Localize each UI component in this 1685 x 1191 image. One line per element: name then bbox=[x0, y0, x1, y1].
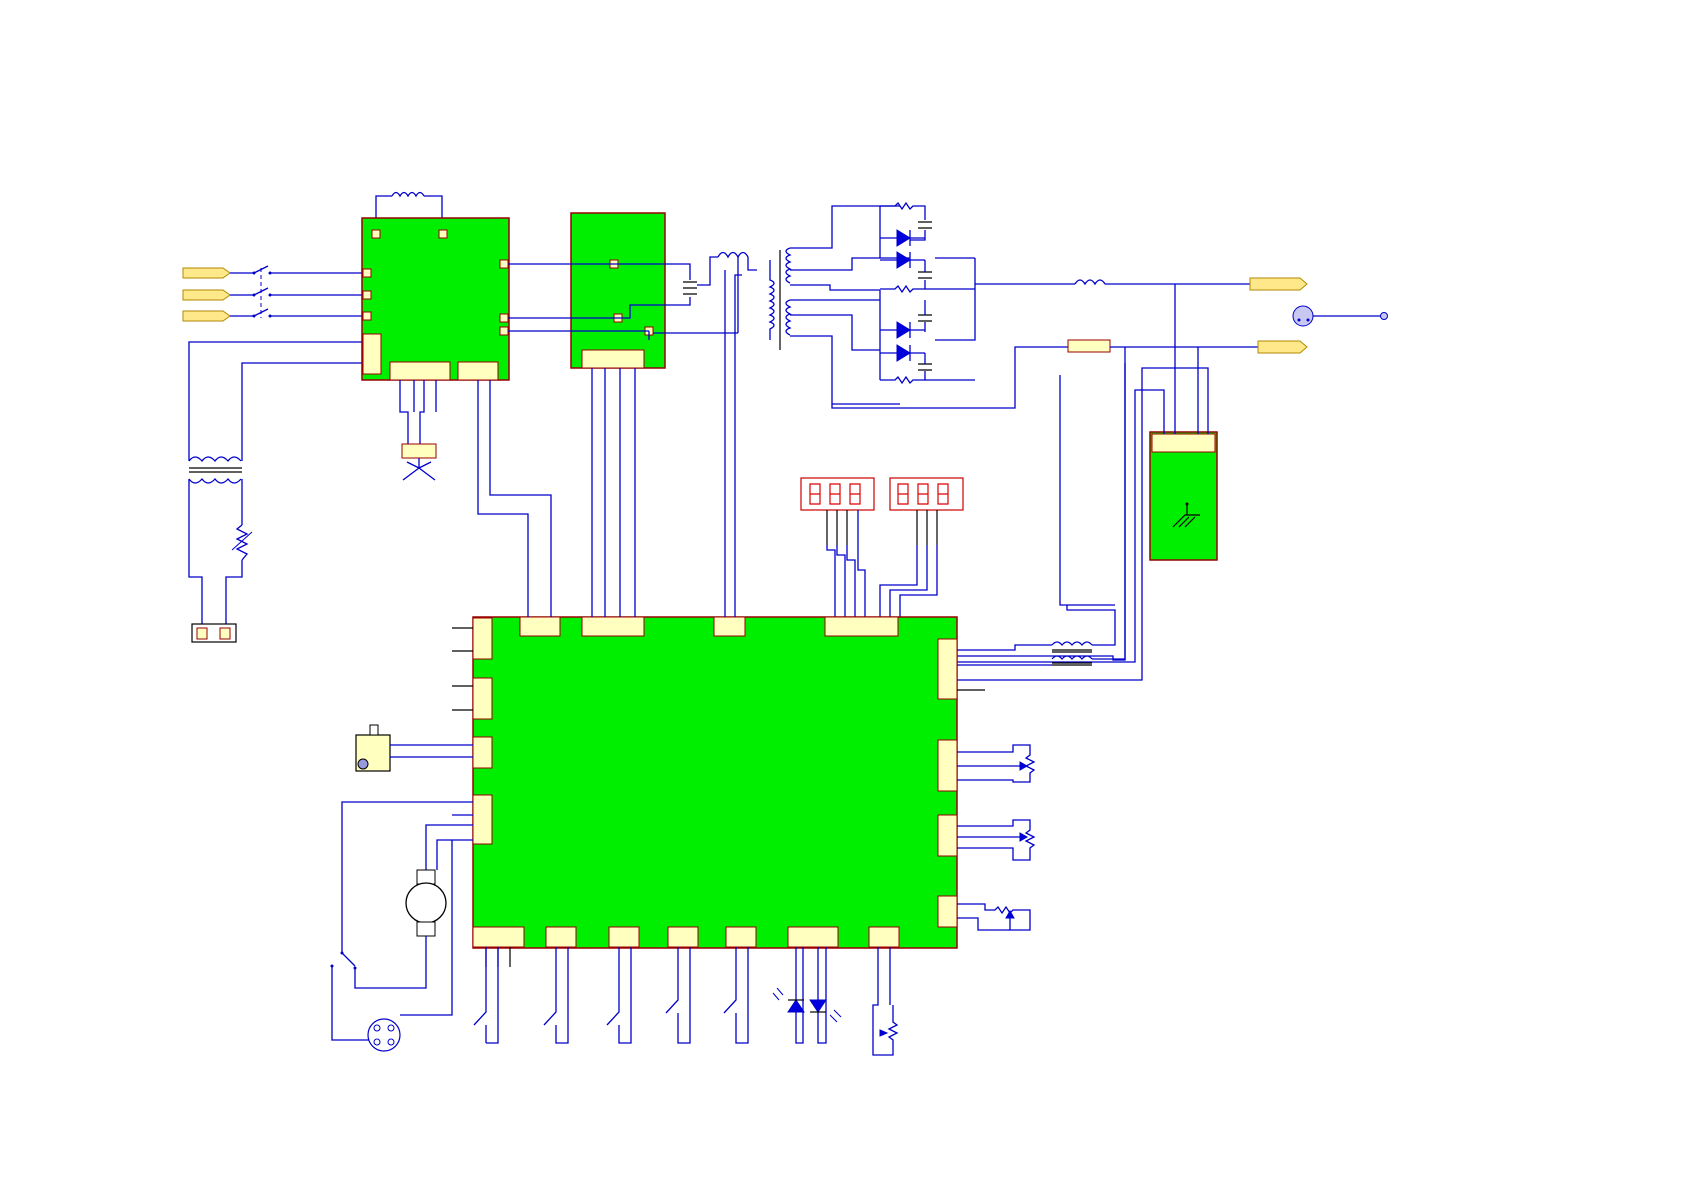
cooling-fan bbox=[400, 380, 436, 480]
output-terminal-positive[interactable] bbox=[1250, 278, 1307, 290]
inverter-board bbox=[571, 213, 665, 368]
input-terminal-l3[interactable] bbox=[183, 311, 230, 321]
arc-force-potentiometer[interactable] bbox=[873, 947, 897, 1055]
output-rectifier bbox=[790, 203, 975, 404]
main-transformer bbox=[770, 248, 790, 350]
mains-input-terminals bbox=[183, 268, 230, 321]
output-terminal-negative[interactable] bbox=[1258, 341, 1307, 353]
main-control-board bbox=[473, 617, 957, 948]
current-potentiometer[interactable] bbox=[957, 820, 1034, 860]
arc-start-board bbox=[1150, 432, 1217, 560]
shunt-resistor bbox=[1068, 340, 1110, 352]
current-display bbox=[890, 478, 963, 510]
aux-connector[interactable] bbox=[192, 624, 236, 642]
gas-valve bbox=[356, 725, 473, 771]
fault-led bbox=[810, 947, 841, 1043]
panel-switch-4[interactable] bbox=[666, 947, 690, 1043]
input-board bbox=[362, 193, 509, 381]
panel-switch-2[interactable] bbox=[544, 947, 568, 1043]
inductance-potentiometer[interactable] bbox=[957, 904, 1030, 930]
voltage-potentiometer[interactable] bbox=[957, 745, 1034, 782]
input-terminal-l1[interactable] bbox=[183, 268, 230, 278]
wire-feed-motor bbox=[342, 802, 473, 948]
current-sensor-coils bbox=[957, 363, 1125, 690]
mains-switch bbox=[230, 266, 362, 318]
panel-switch-5[interactable] bbox=[724, 947, 748, 1043]
auxiliary-transformer bbox=[189, 342, 362, 625]
remote-socket[interactable] bbox=[368, 840, 452, 1051]
panel-switch-3[interactable] bbox=[607, 947, 631, 1043]
input-terminal-l2[interactable] bbox=[183, 290, 230, 300]
voltage-display bbox=[801, 478, 874, 510]
thermistor bbox=[237, 525, 247, 560]
power-led bbox=[773, 947, 804, 1043]
torch-connector[interactable] bbox=[1293, 306, 1388, 326]
panel-switch-1[interactable] bbox=[474, 947, 510, 1043]
